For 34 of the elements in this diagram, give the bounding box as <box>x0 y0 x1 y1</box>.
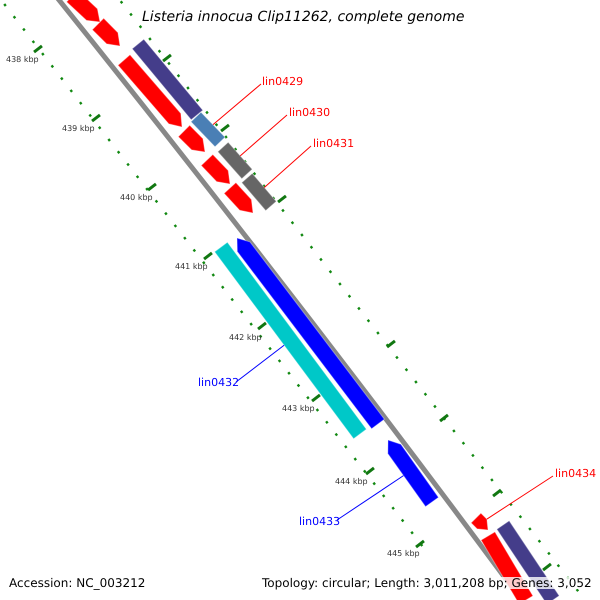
gene-feature <box>470 512 489 531</box>
gene-label: lin0434 <box>555 468 596 479</box>
scale-label: 440 kbp <box>120 194 153 202</box>
gene-feature <box>132 38 204 120</box>
scale-label: 439 kbp <box>62 125 95 133</box>
gene-label: lin0432 <box>198 377 240 388</box>
leader-line <box>264 146 312 188</box>
gene-label: lin0430 <box>289 107 330 118</box>
gene-feature <box>178 124 206 153</box>
gene-label: lin0433 <box>299 516 340 527</box>
leader-line <box>336 475 404 520</box>
map-title: Listeria innocua Clip11262, complete genome <box>142 10 464 24</box>
leader-line <box>212 84 262 126</box>
gene-feature <box>217 142 253 180</box>
footer-text: Accession: NC_003212 <box>9 577 146 589</box>
scale-label: 444 kbp <box>335 478 368 486</box>
footer-text: Topology: circular; Length: 3,011,208 bp; Genes: 3,052 <box>262 577 592 589</box>
scale-label: 443 kbp <box>282 405 315 413</box>
leader-line <box>240 114 288 156</box>
gene-feature <box>66 0 101 23</box>
scale-label: 442 kbp <box>229 334 262 342</box>
gene-feature <box>92 18 121 47</box>
gene-label: lin0431 <box>313 138 354 149</box>
scale-label: 438 kbp <box>6 56 39 64</box>
gene-feature <box>223 182 254 214</box>
gene-feature <box>117 54 183 128</box>
gene-label: lin0429 <box>262 76 304 87</box>
gene-feature <box>190 112 226 148</box>
scale-label: 445 kbp <box>387 550 420 558</box>
gene-feature <box>241 172 277 212</box>
gene-feature <box>200 154 231 185</box>
leader-line <box>486 476 554 520</box>
leader-line <box>236 344 285 382</box>
gene-feature <box>387 439 440 508</box>
